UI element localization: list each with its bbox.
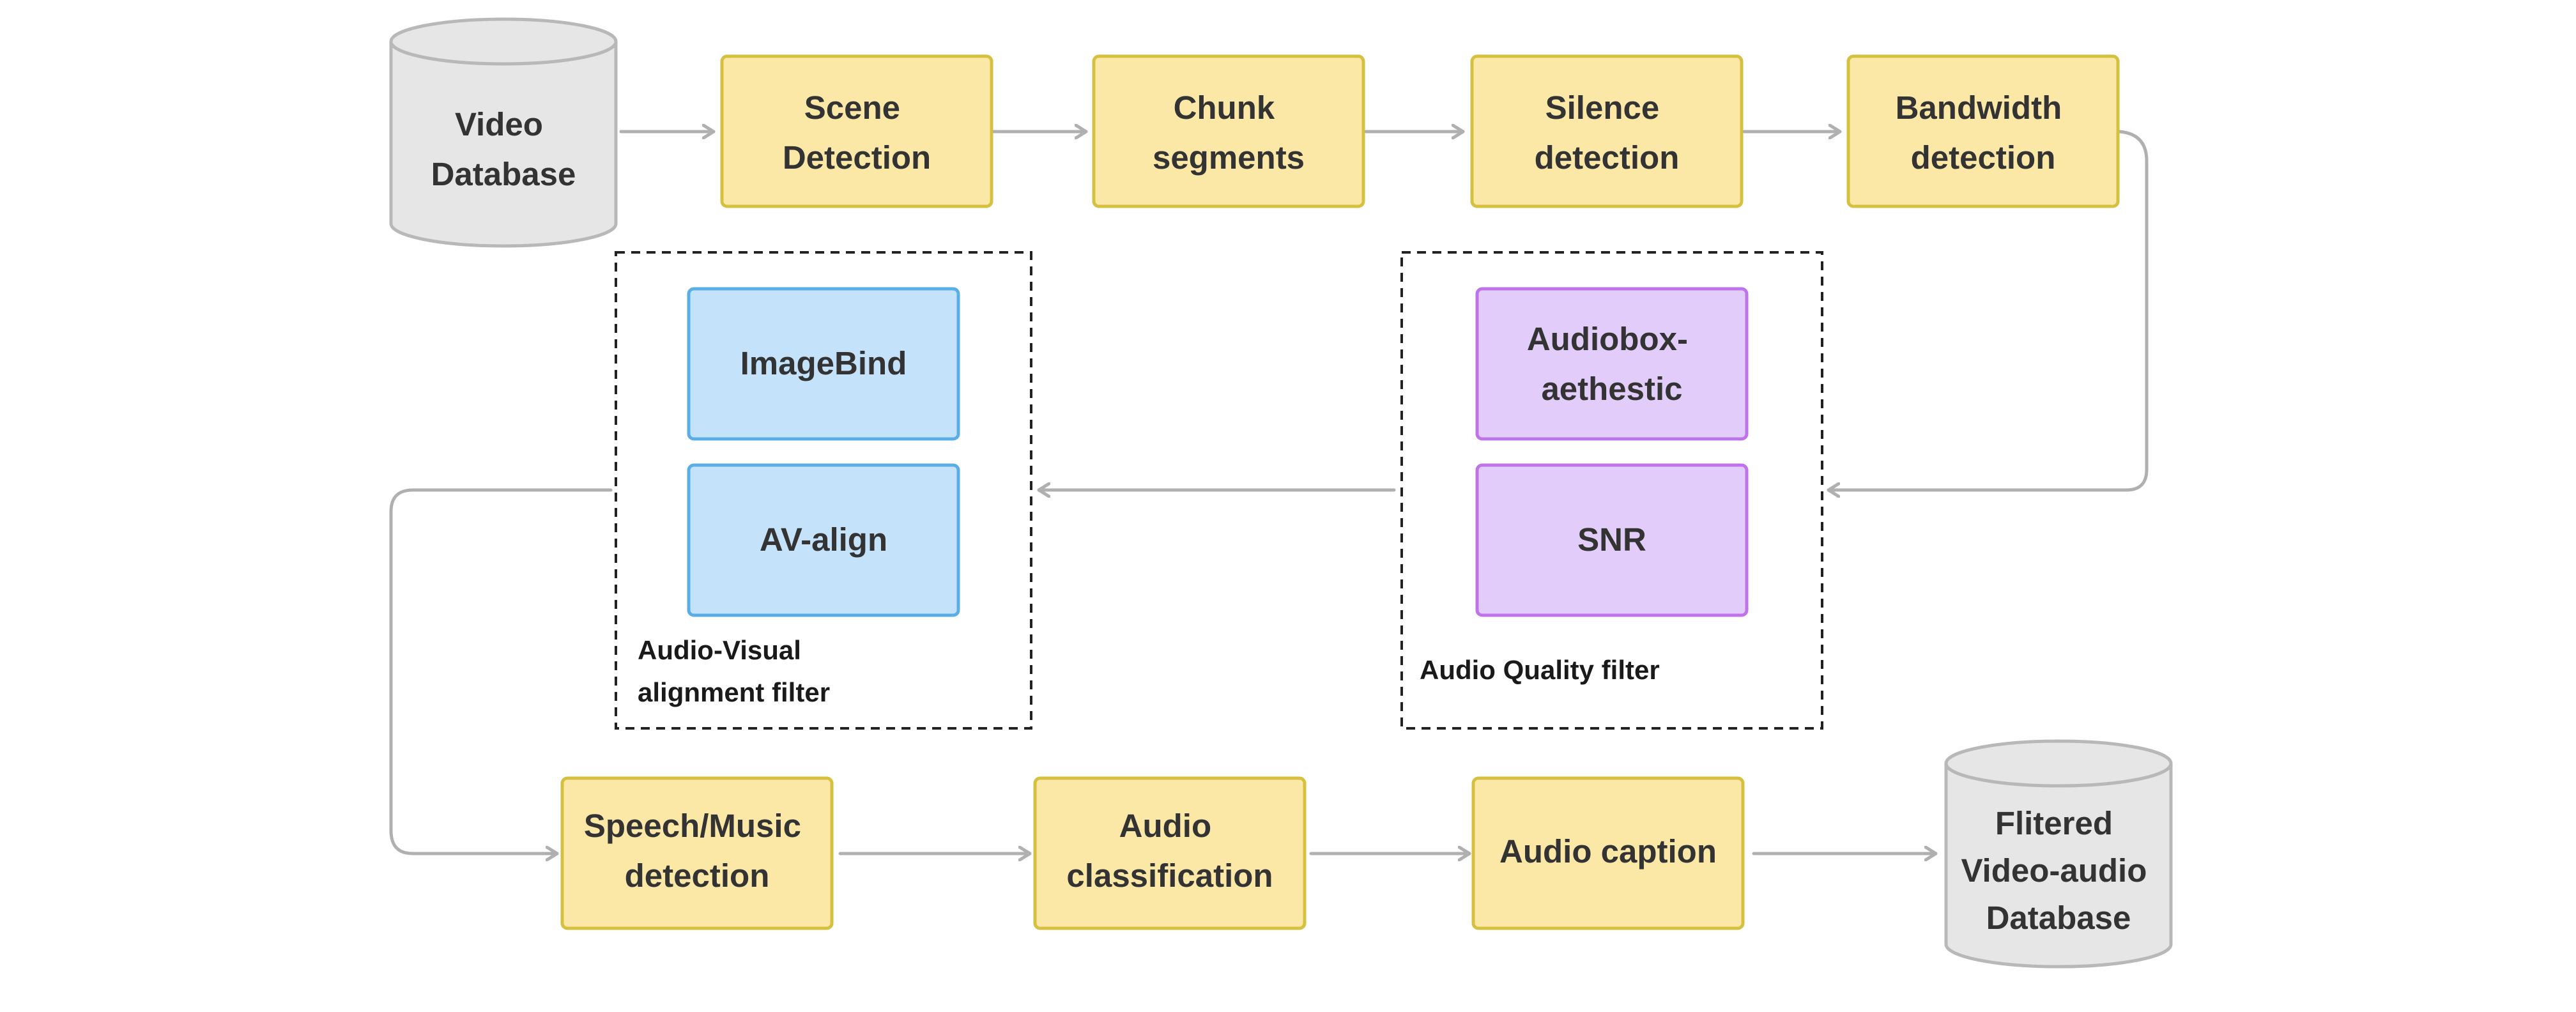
audio-classification-line-2: classification [1066,857,1273,894]
audio-quality-filter-label: Audio Quality filter [1420,655,1660,685]
video-database-cylinder: Video Database [389,17,618,248]
scene-detection-line-1: Scene [804,89,900,126]
silence-detection-line-1: Silence [1545,89,1660,126]
scene-detection-line-2: Detection [783,139,931,176]
filtered-database-line-1: Flitered [1995,805,2113,841]
silence-detection-label: Silence detection [1535,89,1680,176]
arrow-av-alignment-filter-to-speech-music-detection [389,488,613,854]
imagebind-box: ImageBind [687,287,960,441]
bandwidth-detection-line-1: Bandwidth [1896,89,2062,126]
audio-quality-filter-group [1400,251,1823,730]
imagebind-label: ImageBind [740,345,907,381]
av-alignment-filter-line-2: alignment filter [638,677,830,707]
speech-music-detection-box: Speech/Music detection [560,776,834,930]
audio-caption-label: Audio caption [1499,833,1717,870]
av-alignment-filter-group [615,251,1032,730]
av-align-label: AV-align [760,521,887,558]
video-database-line-1: Video [455,106,543,142]
speech-music-detection-label: Speech/Music detection [584,808,810,894]
filtered-database-cylinder: Flitered Video-audio Database [1944,739,2173,969]
snr-box: SNR [1475,463,1749,617]
audiobox-aesthetic-line-2: aethestic [1541,371,1682,407]
audio-caption-box: Audio caption [1471,776,1745,930]
video-database-label: Video Database [431,106,576,192]
chunk-segments-line-2: segments [1153,139,1305,176]
connectors [389,130,2149,854]
av-alignment-filter-label: Audio-Visual alignment filter [638,635,830,707]
chunk-segments-label: Chunk segments [1153,89,1305,176]
scene-detection-box: Scene Detection [720,54,993,208]
silence-detection-box: Silence detection [1470,54,1744,208]
audio-classification-line-1: Audio [1119,808,1211,844]
filtered-database-line-3: Database [1986,900,2131,936]
av-align-box: AV-align [687,463,960,617]
speech-music-detection-line-1: Speech/Music [584,808,801,844]
speech-music-detection-line-2: detection [625,857,770,894]
snr-label: SNR [1577,521,1646,558]
audiobox-aesthetic-label: Audiobox- aethestic [1527,321,1697,407]
video-database-line-2: Database [431,156,576,192]
chunk-segments-box: Chunk segments [1092,54,1365,208]
silence-detection-line-2: detection [1535,139,1680,176]
chunk-segments-line-1: Chunk [1174,89,1275,126]
filtered-database-label: Flitered Video-audio Database [1961,805,2156,936]
audiobox-aesthetic-line-1: Audiobox- [1527,321,1688,357]
arrow-bandwidth-detection-to-audio-quality-filter [1827,130,2149,490]
audiobox-aesthetic-box: Audiobox- aethestic [1475,287,1749,441]
scene-detection-label: Scene Detection [783,89,931,176]
bandwidth-detection-label: Bandwidth detection [1896,89,2071,176]
bandwidth-detection-box: Bandwidth detection [1846,54,2120,208]
bandwidth-detection-line-2: detection [1911,139,2056,176]
audio-classification-box: Audio classification [1033,776,1307,930]
audio-classification-label: Audio classification [1066,808,1273,894]
av-alignment-filter-line-1: Audio-Visual [638,635,801,665]
filtered-database-line-2: Video-audio [1961,852,2147,889]
